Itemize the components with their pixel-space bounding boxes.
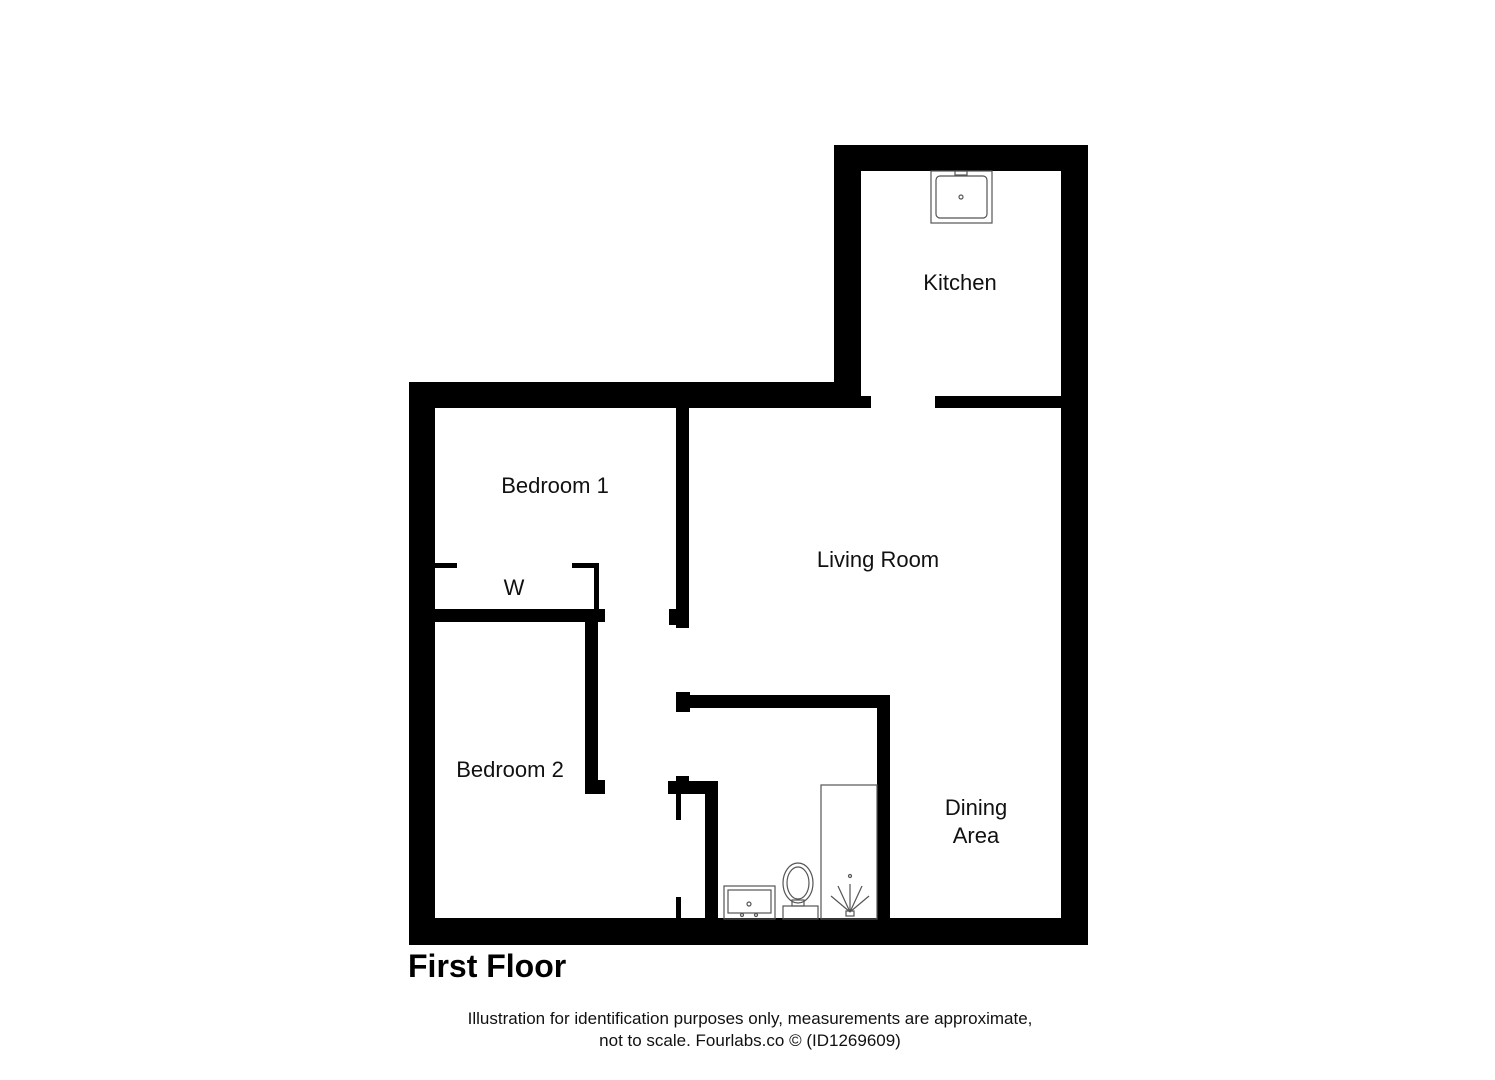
wardrobe-side xyxy=(594,563,599,613)
bottom-outer-wall xyxy=(409,918,1088,945)
toilet-icon xyxy=(782,862,819,920)
left-outer-wall xyxy=(409,382,435,945)
bathroom-top-wall xyxy=(676,695,890,708)
room-label-living-room: Living Room xyxy=(816,547,940,572)
room-label-wardrobe: W xyxy=(503,575,525,600)
kitchen-sink-icon xyxy=(930,170,993,224)
right-outer-wall xyxy=(1061,145,1088,945)
wardrobe-door-right xyxy=(572,563,599,568)
walls xyxy=(409,145,1088,945)
bedroom1-right-wall xyxy=(676,408,689,628)
bedroom2-right-wall xyxy=(585,609,598,794)
disclaimer-line-2: not to scale. Fourlabs.co © (ID1269609) xyxy=(599,1031,901,1050)
living-top-wall-left xyxy=(409,396,871,408)
room-label-bedroom-2: Bedroom 2 xyxy=(456,757,564,782)
bathroom-left-wall xyxy=(705,781,718,921)
disclaimer: Illustration for identification purposes… xyxy=(400,1008,1100,1052)
room-label-kitchen: Kitchen xyxy=(923,270,997,295)
room-label-dining-line2: Area xyxy=(952,823,1000,848)
door-jamb xyxy=(585,780,605,794)
disclaimer-line-1: Illustration for identification purposes… xyxy=(467,1009,1033,1028)
room-label-bedroom-1: Bedroom 1 xyxy=(501,473,609,498)
kitchen-top-wall xyxy=(834,145,1088,171)
door-stop xyxy=(676,897,681,919)
door-stop xyxy=(676,790,681,820)
door-jamb xyxy=(676,776,689,784)
room-label-dining-line1: Dining xyxy=(944,795,1008,820)
bathroom-basin-icon xyxy=(723,885,776,920)
door-jamb xyxy=(669,609,689,625)
living-top-wall-right xyxy=(935,396,1088,408)
floor-title: First Floor xyxy=(408,948,567,984)
shower-icon xyxy=(820,784,878,920)
bedroom-divider-wall xyxy=(409,609,605,622)
wardrobe-door-left xyxy=(435,563,457,568)
kitchen-left-wall xyxy=(834,145,861,395)
bathroom-right-wall xyxy=(877,695,890,925)
